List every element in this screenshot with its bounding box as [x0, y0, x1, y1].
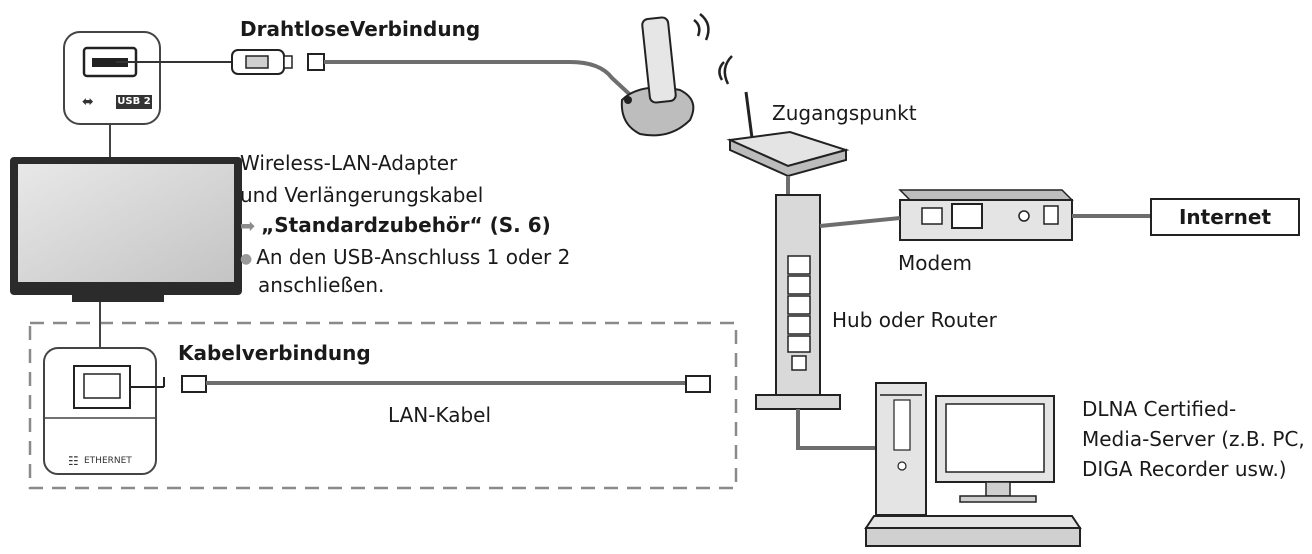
- tv: [10, 157, 242, 302]
- adapter-label-line2: und Verlängerungskabel: [240, 183, 484, 207]
- hub-to-pc-cable: [796, 409, 878, 450]
- modem: [898, 189, 1074, 241]
- wired-connection-frame: [28, 321, 738, 490]
- usb-symbol-icon: ⬌: [82, 94, 94, 110]
- ethernet-port-label: ETHERNET: [84, 456, 132, 466]
- wireless-connection-title: DrahtloseVerbindung: [240, 17, 481, 41]
- server-label-line3: DIGA Recorder usw.): [1082, 457, 1287, 481]
- wired-connection-title: Kabelverbindung: [178, 341, 371, 365]
- adapter-label-line1: Wireless-LAN-Adapter: [240, 151, 458, 175]
- server-label-line1: DLNA Certified-: [1082, 397, 1237, 421]
- server-label-line2: Media-Server (z.B. PC,: [1082, 427, 1305, 451]
- ethernet-port-callout: [43, 302, 157, 475]
- lan-cable: [130, 375, 711, 393]
- access-point: [718, 55, 850, 178]
- usb-extension-cable: [116, 49, 642, 106]
- right-arrow-icon: ➡: [240, 216, 256, 237]
- network-icon: ☷: [68, 454, 79, 468]
- adapter-reference-text: „Standardzubehör“ (S. 6): [261, 213, 551, 237]
- internet-box: Internet: [1150, 198, 1300, 236]
- modem-label: Modem: [898, 251, 972, 275]
- lan-cable-label: LAN-Kabel: [388, 403, 492, 427]
- wireless-lan-adapter: [620, 13, 710, 137]
- adapter-note-line2: anschließen.: [258, 273, 385, 297]
- diga-recorder: [864, 515, 1082, 547]
- adapter-reference: ➡„Standardzubehör“ (S. 6): [240, 212, 551, 240]
- pc-tower: [875, 382, 927, 516]
- bullet-icon: ●: [240, 250, 253, 267]
- hub-router: [755, 194, 841, 410]
- access-point-label: Zugangspunkt: [772, 101, 917, 125]
- adapter-note-text-1: An den USB-Anschluss 1 oder 2: [256, 245, 571, 269]
- hub-to-modem-cable: [819, 216, 901, 228]
- usb-2-badge: USB 2: [116, 95, 152, 109]
- adapter-note-line1: ●An den USB-Anschluss 1 oder 2: [240, 244, 570, 272]
- internet-label: Internet: [1178, 205, 1272, 229]
- pc-monitor: [935, 395, 1055, 503]
- hub-label: Hub oder Router: [832, 308, 997, 332]
